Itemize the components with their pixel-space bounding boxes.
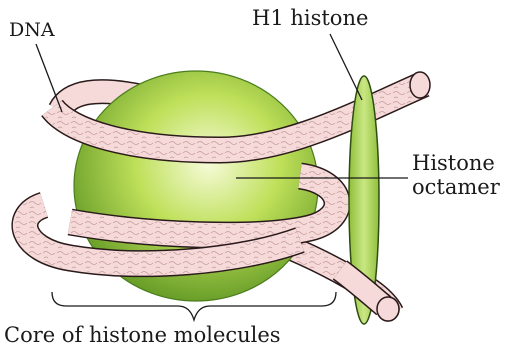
core-label: Core of histone molecules [4, 324, 281, 347]
dna-end-cap [377, 297, 399, 321]
dna-leader-line [36, 44, 62, 112]
dna-end-cap [410, 72, 430, 98]
dna-label: DNA [9, 20, 55, 41]
histone-octamer-label-line1: Histone [412, 152, 495, 175]
h1-histone-label: H1 histone [252, 7, 368, 30]
h1-leader-line [330, 34, 362, 100]
histone-octamer-label-line2: octamer [412, 176, 500, 199]
